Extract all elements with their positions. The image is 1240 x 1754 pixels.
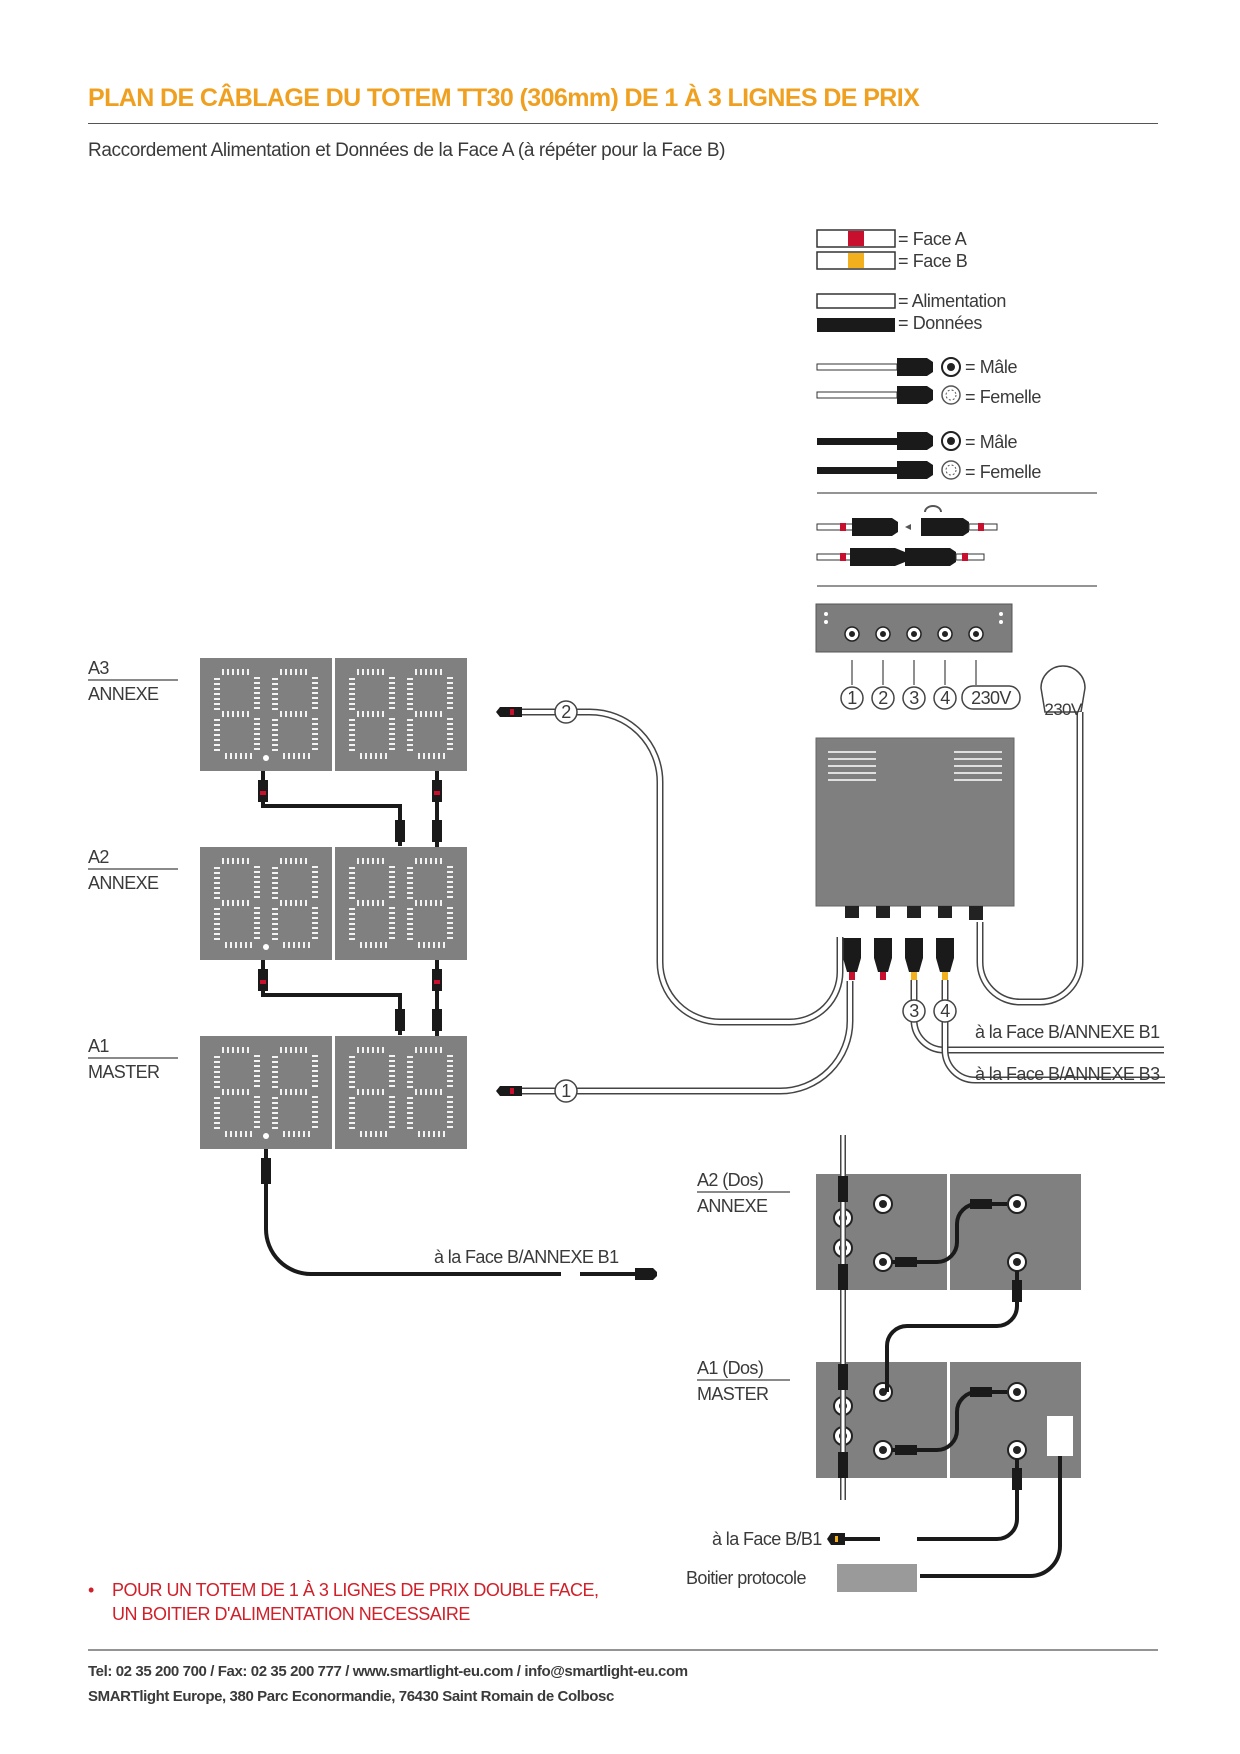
terminal-block <box>815 603 1021 710</box>
cable-marker-3: 3 <box>909 1001 919 1021</box>
double-face-note: • POUR UN TOTEM DE 1 À 3 LIGNES DE PRIX … <box>88 1578 599 1626</box>
power-cable-1 <box>496 981 854 1103</box>
module-a2-id: A2 <box>88 847 109 867</box>
note-line-1: POUR UN TOTEM DE 1 À 3 LIGNES DE PRIX DO… <box>112 1580 599 1600</box>
module-a3-role: ANNEXE <box>88 684 159 704</box>
terminal-label-4: 4 <box>940 688 950 708</box>
back-a2-role: ANNEXE <box>697 1196 768 1216</box>
note-line-2: UN BOITIER D'ALIMENTATION NECESSAIRE <box>112 1604 470 1624</box>
footer-address: SMARTlight Europe, 380 Parc Econormandie… <box>88 1688 614 1705</box>
plug-label-230v: 230V <box>1044 700 1082 719</box>
data-cable-swatch <box>817 318 895 332</box>
power-box <box>815 737 1015 980</box>
cable-marker-1: 1 <box>561 1081 571 1101</box>
legend-femelle-data: = Femelle <box>965 462 1041 482</box>
terminal-label-1: 1 <box>847 688 857 708</box>
back-a1-label: A1 (Dos) <box>697 1358 764 1378</box>
page-title: PLAN DE CÂBLAGE DU TOTEM TT30 (306mm) DE… <box>88 84 920 112</box>
face-a-swatch <box>848 231 864 246</box>
back-panel-a1 <box>816 1362 1081 1478</box>
legend <box>816 229 1097 587</box>
legend-male-power: = Mâle <box>965 357 1018 377</box>
dest-face-b-annexe-b3: à la Face B/ANNEXE B3 <box>975 1064 1160 1084</box>
terminal-label-3: 3 <box>909 688 919 708</box>
footer-contact: Tel: 02 35 200 700 / Fax: 02 35 200 777 … <box>88 1663 688 1680</box>
legend-face-a: = Face A <box>898 229 967 249</box>
face-b-swatch <box>848 253 864 268</box>
module-a1-role: MASTER <box>88 1062 160 1082</box>
power-cable-swatch <box>816 293 896 309</box>
cable-marker-2: 2 <box>561 702 571 722</box>
legend-femelle-power: = Femelle <box>965 387 1041 407</box>
page-subtitle: Raccordement Alimentation et Données de … <box>88 140 726 161</box>
cable-marker-4: 4 <box>940 1001 950 1021</box>
panel-a2 <box>200 847 467 960</box>
terminal-label-2: 2 <box>878 688 888 708</box>
protocol-box-label: Boitier protocole <box>686 1568 806 1588</box>
title-divider <box>88 123 1158 124</box>
terminal-label-230v: 230V <box>971 688 1011 708</box>
legend-alimentation: = Alimentation <box>898 291 1006 311</box>
panel-a3 <box>200 658 467 771</box>
dest-face-b-b1: à la Face B/B1 <box>712 1529 822 1549</box>
note-bullet: • <box>88 1580 94 1600</box>
panel-a1 <box>200 1036 467 1149</box>
protocol-box <box>837 1564 917 1592</box>
legend-male-data: = Mâle <box>965 432 1018 452</box>
module-a3-id: A3 <box>88 658 109 678</box>
power-plug <box>976 665 1086 1006</box>
dest-a1-face-b-annexe-b1: à la Face B/ANNEXE B1 <box>434 1247 619 1267</box>
module-a1-id: A1 <box>88 1036 109 1056</box>
back-a1-role: MASTER <box>697 1384 769 1404</box>
dest-face-b-annexe-b1: à la Face B/ANNEXE B1 <box>975 1022 1160 1042</box>
back-panel-a2 <box>816 1174 1081 1290</box>
module-a2-role: ANNEXE <box>88 873 159 893</box>
power-cable-2 <box>496 700 844 1026</box>
legend-donnees: = Données <box>898 313 982 333</box>
legend-face-b: = Face B <box>898 251 968 271</box>
back-a2-label: A2 (Dos) <box>697 1170 764 1190</box>
